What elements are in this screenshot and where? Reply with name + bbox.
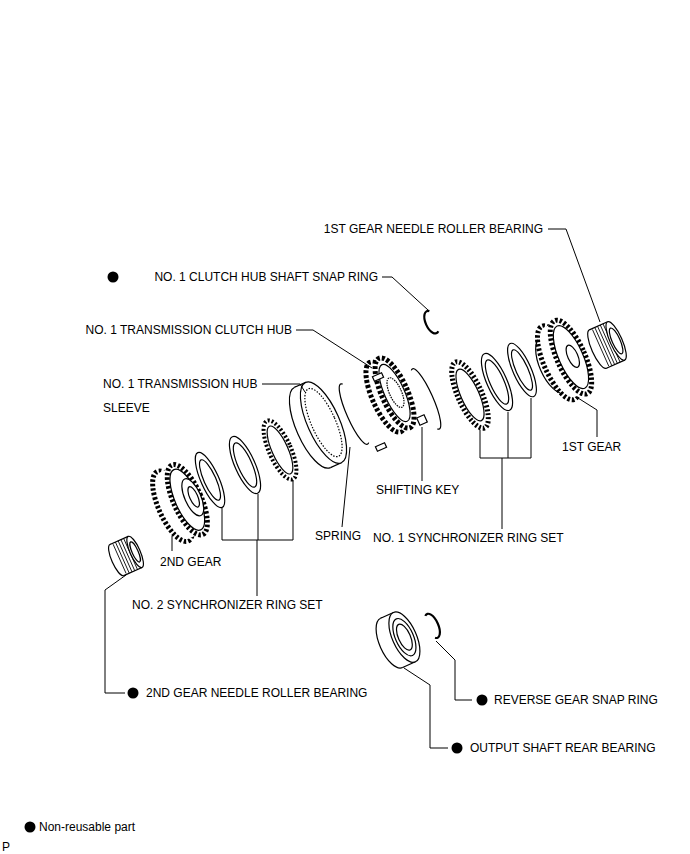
non-reusable-dot	[477, 695, 488, 706]
part-name: NO. 1 CLUTCH HUB SHAFT SNAP RING	[154, 270, 378, 284]
part-name: NO. 1 TRANSMISSION HUB SLEEVE	[103, 372, 263, 420]
leader-line	[436, 641, 472, 700]
synchronizer-ring	[190, 449, 231, 511]
needle-bearing	[584, 319, 630, 370]
part-name: 1ST GEAR	[562, 440, 621, 454]
non-reusable-dot	[128, 688, 139, 699]
needle-bearing	[105, 534, 146, 577]
shifting-key	[375, 443, 386, 452]
leader-line	[262, 384, 305, 392]
bracket	[222, 508, 223, 540]
ball-bearing	[370, 608, 427, 673]
bracket	[508, 412, 509, 458]
snap-ring	[421, 310, 438, 335]
bracket	[502, 458, 503, 529]
spring	[411, 366, 446, 430]
leader-line	[296, 330, 372, 368]
non-reusable-dot	[452, 743, 463, 754]
bracket	[258, 494, 259, 540]
bracket	[531, 398, 532, 458]
shifting-key	[417, 415, 428, 426]
leader-lines	[105, 229, 600, 748]
part-name: NO. 1 SYNCHRONIZER RING SET	[373, 531, 564, 545]
bracket	[480, 458, 531, 459]
shifting-key	[372, 373, 383, 382]
part-name: 1ST GEAR NEEDLE ROLLER BEARING	[324, 222, 543, 236]
gear	[525, 315, 600, 407]
snap-ring	[425, 612, 443, 639]
legend-entry: Non-reusable part	[24, 820, 135, 834]
legend-text: Non-reusable part	[39, 820, 135, 834]
part-name: SPRING	[315, 529, 361, 543]
part-name: REVERSE GEAR SNAP RING	[494, 693, 658, 707]
part-name: SHIFTING KEY	[376, 483, 459, 497]
synchronizer-ring	[223, 433, 266, 498]
part-name: 2ND GEAR NEEDLE ROLLER BEARING	[146, 686, 367, 700]
part-name: OUTPUT SHAFT REAR BEARING	[470, 741, 656, 755]
part-name: NO. 2 SYNCHRONIZER RING SET	[132, 598, 323, 612]
part-name: NO. 1 TRANSMISSION CLUTCH HUB	[86, 323, 292, 337]
leader-line	[342, 447, 350, 527]
non-reusable-dot	[108, 272, 119, 283]
page-code: P	[2, 840, 10, 854]
bracket	[293, 480, 294, 540]
leader-line	[105, 575, 126, 693]
part-name: 2ND GEAR	[160, 555, 221, 569]
leader-line	[548, 229, 600, 322]
leader-line	[404, 668, 448, 748]
leader-line	[578, 398, 597, 437]
non-reusable-marks	[108, 272, 488, 754]
bracket	[257, 540, 258, 596]
spring	[334, 383, 369, 447]
hub-sleeve	[280, 376, 356, 474]
leader-line	[382, 277, 428, 310]
legend-dot	[24, 821, 36, 833]
bracket	[480, 430, 481, 458]
leader-line	[422, 427, 423, 481]
leader-line	[172, 536, 173, 551]
parts	[105, 310, 630, 672]
